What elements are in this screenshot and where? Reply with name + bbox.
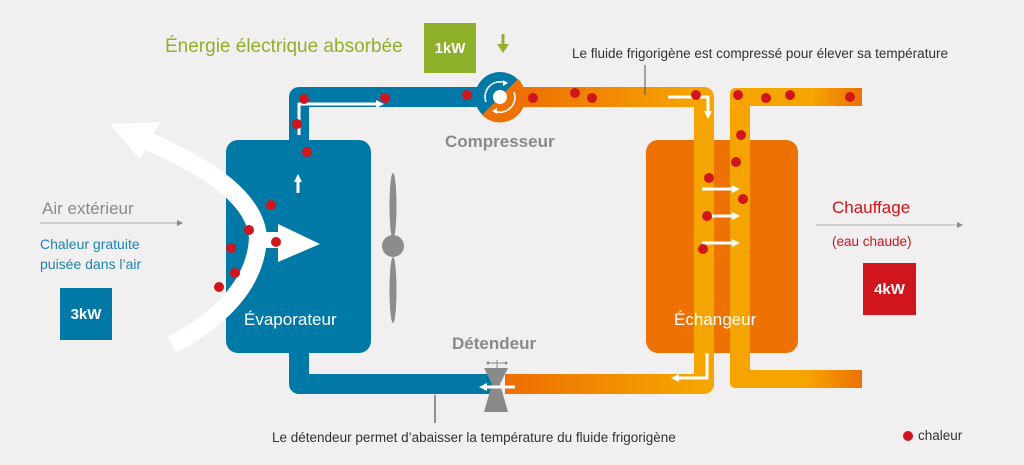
exchanger-body	[646, 140, 798, 353]
heating-power-badge: 4kW	[863, 263, 916, 315]
free-heat-label-line2: puisée dans l’air	[40, 256, 142, 272]
expansion-valve-label: Détendeur	[452, 334, 537, 353]
heat-dot	[738, 194, 748, 204]
cold-pipe-liquid	[289, 350, 495, 394]
free-heat-label-line1: Chaleur gratuite	[40, 236, 140, 252]
legend-heat-dot-icon	[903, 431, 913, 441]
heat-dot	[691, 90, 701, 100]
exchanger-label: Échangeur	[674, 310, 757, 329]
outside-air-power-badge: 3kW	[60, 288, 112, 340]
compressor-label: Compresseur	[445, 132, 555, 151]
flow-arrow-evap-up	[297, 100, 384, 135]
heat-dot	[271, 237, 281, 247]
heat-dot	[733, 90, 743, 100]
fan-icon	[382, 173, 404, 323]
heat-dot	[214, 282, 224, 292]
heat-dot	[266, 200, 276, 210]
heat-dot	[299, 94, 309, 104]
hot-pipe-return	[505, 350, 714, 394]
heating-sublabel: (eau chaude)	[832, 234, 912, 249]
heat-dot	[845, 92, 855, 102]
heat-dot	[587, 93, 597, 103]
electric-energy-label: Énergie électrique absorbée	[165, 36, 403, 57]
heating-label: Chauffage	[832, 198, 911, 217]
heat-dot	[570, 88, 580, 98]
outside-air-flow-arrow-icon	[110, 122, 320, 353]
heat-dot	[736, 130, 746, 140]
heat-dot	[462, 90, 472, 100]
heat-dot	[230, 268, 240, 278]
electric-power-badge: 1kW	[424, 23, 476, 73]
heat-dot	[380, 93, 390, 103]
water-pipe-out	[740, 88, 862, 106]
expansion-valve-icon	[484, 360, 508, 412]
water-pipe-in	[740, 370, 862, 388]
compressor-note: Le fluide frigorigène est compressé pour…	[572, 46, 948, 61]
heat-dot	[292, 119, 302, 129]
heat-dot	[704, 173, 714, 183]
legend-heat-label: chaleur	[918, 428, 963, 443]
flow-arrow-into-exchanger	[668, 95, 712, 119]
heat-dots	[214, 88, 855, 292]
heat-dot	[785, 90, 795, 100]
evaporator-label: Évaporateur	[244, 310, 337, 329]
heat-dot	[731, 157, 741, 167]
flow-arrow-exchanger-out	[671, 353, 709, 382]
heat-dot	[302, 147, 312, 157]
heat-dot	[226, 243, 236, 253]
heat-dot	[761, 93, 771, 103]
heat-dot	[698, 244, 708, 254]
electric-input-arrow-icon	[497, 34, 509, 53]
compressor-icon	[475, 72, 526, 123]
expansion-valve-note: Le détendeur permet d’abaisser la tempér…	[272, 430, 676, 445]
heat-dot	[528, 93, 538, 103]
heat-dot	[244, 225, 254, 235]
outside-air-label: Air extérieur	[42, 199, 134, 218]
heat-dot	[702, 211, 712, 221]
